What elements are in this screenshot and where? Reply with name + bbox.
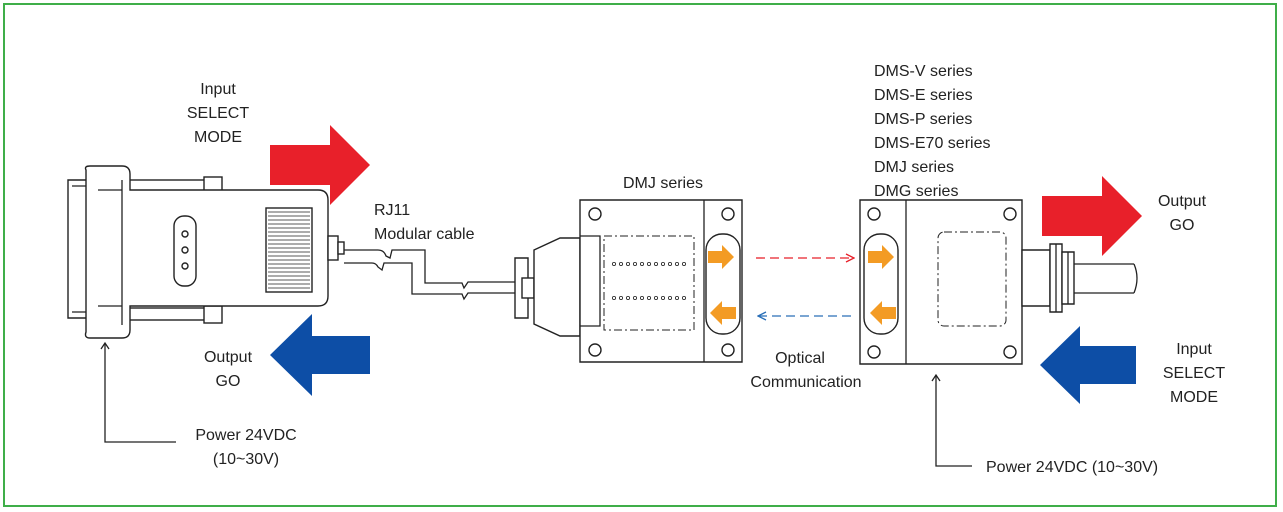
cable-label: RJ11 bbox=[374, 202, 410, 219]
right-output-label: GO bbox=[1170, 217, 1195, 234]
dmj-title: DMJ series bbox=[623, 175, 703, 192]
cable-label: Modular cable bbox=[374, 226, 475, 243]
left-input-label: SELECT bbox=[187, 105, 249, 122]
left-input-label: Input bbox=[200, 81, 236, 98]
optical-label: Optical bbox=[775, 350, 825, 367]
block-arrow-icon bbox=[1042, 176, 1142, 256]
block-arrow-icon bbox=[270, 125, 370, 205]
left-power-label: Power 24VDC bbox=[195, 427, 296, 444]
series-label: DMJ series bbox=[874, 159, 954, 176]
dmj-unit-icon bbox=[514, 199, 743, 363]
block-arrow-icon bbox=[270, 314, 370, 396]
series-label: DMS-E70 series bbox=[874, 135, 990, 152]
optical-arrow-icon bbox=[708, 245, 734, 269]
converter-device-icon bbox=[67, 165, 345, 339]
left-power-leader bbox=[104, 344, 176, 443]
series-label: DMG series bbox=[874, 183, 958, 200]
diagram-frame bbox=[3, 3, 1277, 507]
right-output-label: Output bbox=[1158, 193, 1207, 210]
right-power-label: Power 24VDC (10~30V) bbox=[986, 459, 1158, 476]
optical-arrow-icon bbox=[868, 245, 894, 269]
right-input-label: MODE bbox=[1170, 389, 1218, 406]
left-output-label: Output bbox=[204, 349, 253, 366]
series-label: DMS-E series bbox=[874, 87, 973, 104]
optical-label: Communication bbox=[750, 374, 861, 391]
left-power-label: (10~30V) bbox=[213, 451, 279, 468]
optical-arrow-icon bbox=[710, 301, 736, 325]
block-arrow-icon bbox=[1040, 326, 1136, 404]
right-input-label: Input bbox=[1176, 341, 1212, 358]
rj11-cable bbox=[344, 249, 520, 301]
series-label: DMS-P series bbox=[874, 111, 972, 128]
optical-arrow-icon bbox=[870, 301, 896, 325]
left-output-label: GO bbox=[216, 373, 241, 390]
series-label: DMS-V series bbox=[874, 63, 973, 80]
right-input-label: SELECT bbox=[1163, 365, 1225, 382]
right-power-leader bbox=[935, 376, 972, 467]
sensor-unit-icon bbox=[859, 199, 1138, 365]
left-input-label: MODE bbox=[194, 129, 242, 146]
